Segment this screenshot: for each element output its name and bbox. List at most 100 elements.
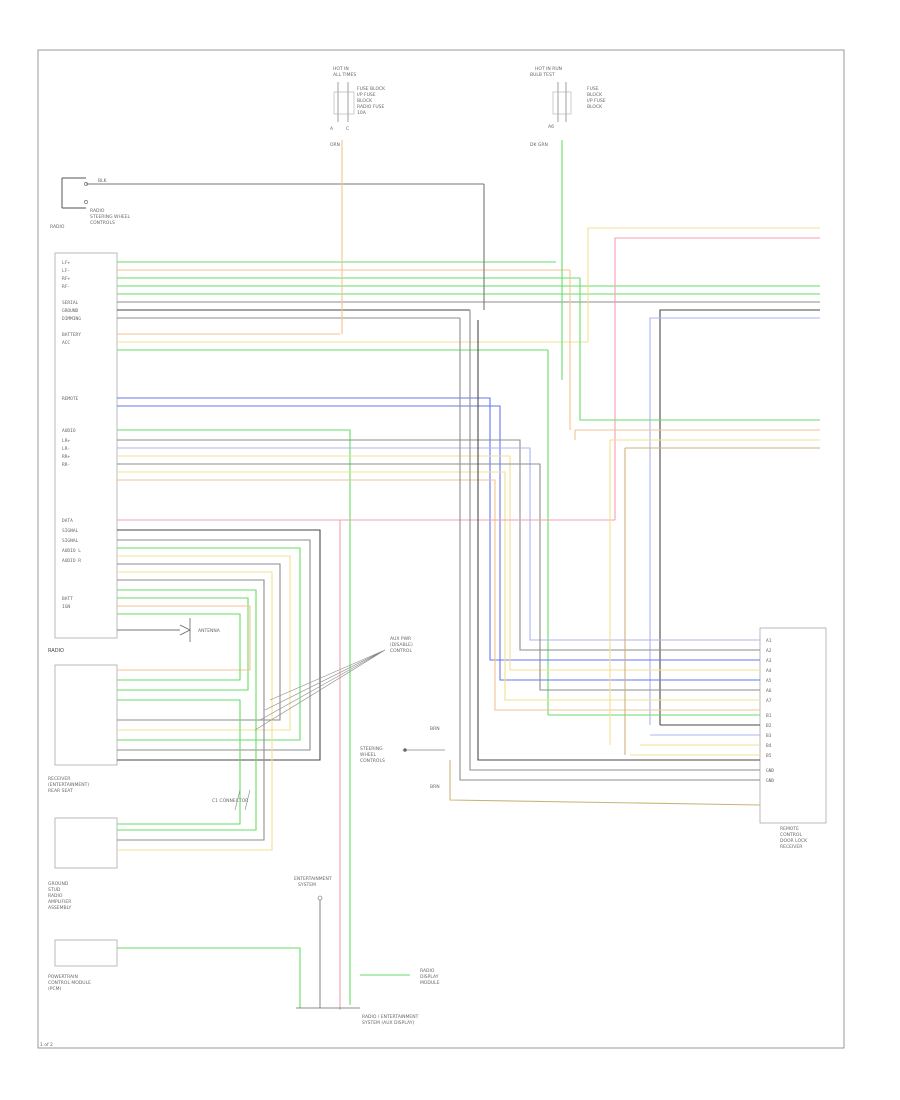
antenna-icon: ANTENNA: [179, 618, 221, 642]
svg-text:BRN: BRN: [430, 784, 440, 790]
footer-label: 1 of 2: [40, 1042, 53, 1048]
upper-right-wires: [547, 227, 820, 725]
svg-text:I/P FUSE: I/P FUSE: [357, 92, 376, 98]
radio-connector-left: [54, 252, 118, 639]
svg-text:RR+: RR+: [62, 454, 70, 460]
module-pin-labels: A1 A2 A3 A4 A5 A6 A7 B1 B2 B3 B4 B5 GND …: [766, 638, 774, 784]
svg-text:I/P FUSE: I/P FUSE: [587, 98, 606, 104]
svg-text:B2: B2: [766, 723, 772, 729]
svg-text:A6: A6: [548, 124, 554, 130]
svg-text:AUDIO: AUDIO: [62, 428, 76, 434]
svg-text:GROUND: GROUND: [48, 881, 69, 887]
svg-text:WHEEL: WHEEL: [360, 752, 377, 758]
svg-text:STEERING: STEERING: [360, 746, 383, 752]
svg-text:LR-: LR-: [62, 446, 70, 452]
svg-text:A1: A1: [766, 638, 772, 644]
svg-text:RF+: RF+: [62, 276, 70, 282]
svg-text:AMPLIFIER: AMPLIFIER: [48, 899, 71, 905]
svg-text:C1 CONNECTOR: C1 CONNECTOR: [212, 798, 248, 804]
lower-wire-bundle: [117, 529, 321, 851]
svg-text:DATA: DATA: [62, 518, 73, 524]
svg-text:IGN: IGN: [62, 604, 70, 610]
svg-text:RF-: RF-: [62, 284, 70, 290]
svg-text:GND: GND: [766, 768, 774, 774]
svg-text:(PCM): (PCM): [48, 986, 61, 992]
svg-text:BULB TEST: BULB TEST: [530, 72, 555, 78]
diagram-frame: [37, 49, 845, 1049]
bottom-wires: [117, 900, 410, 1009]
svg-text:STEERING WHEEL: STEERING WHEEL: [90, 214, 131, 220]
radio-label: RADIO: [48, 648, 64, 654]
svg-text:CONTROLS: CONTROLS: [90, 220, 115, 226]
svg-text:CONTROL: CONTROL: [780, 832, 802, 838]
svg-text:ALL TIMES: ALL TIMES: [333, 72, 356, 78]
svg-text:AUX PWR: AUX PWR: [390, 636, 411, 642]
svg-text:SYSTEM (AUX DISPLAY): SYSTEM (AUX DISPLAY): [362, 1020, 414, 1026]
svg-text:BRN: BRN: [430, 726, 440, 732]
svg-text:SYSTEM: SYSTEM: [298, 882, 316, 888]
svg-text:DIMMING: DIMMING: [62, 316, 81, 322]
svg-text:RECEIVER: RECEIVER: [48, 776, 70, 782]
svg-text:(ENTERTAINMENT): (ENTERTAINMENT): [48, 782, 89, 788]
svg-text:BLK: BLK: [98, 178, 108, 184]
svg-text:RADIO FUSE: RADIO FUSE: [357, 104, 385, 110]
radio-pin-labels: LF+ LF- RF+ RF- SERIAL GROUND DIMMING BA…: [62, 260, 81, 610]
svg-text:BATT: BATT: [62, 596, 73, 602]
svg-text:LR+: LR+: [62, 438, 70, 444]
top-device-left: HOT IN ALL TIMES FUSE BLOCK I/P FUSE BLO…: [330, 66, 386, 148]
module-box: [54, 939, 118, 967]
bottom-device: ENTERTAINMENT SYSTEM RADIO / ENTERTAINME…: [294, 876, 440, 1026]
svg-text:A5: A5: [766, 678, 772, 684]
svg-text:RADIO / ENTERTAINMENT: RADIO / ENTERTAINMENT: [362, 1014, 419, 1020]
svg-text:B4: B4: [766, 743, 772, 749]
top-device-right: HOT IN RUN BULB TEST FUSE BLOCK I/P FUSE…: [530, 66, 606, 148]
svg-text:AUDIO L: AUDIO L: [62, 548, 81, 554]
svg-text:MODULE: MODULE: [420, 980, 440, 986]
svg-text:ACC: ACC: [62, 340, 70, 346]
svg-text:POWERTRAIN: POWERTRAIN: [48, 974, 78, 980]
svg-text:SIGNAL: SIGNAL: [62, 538, 79, 544]
svg-text:A6: A6: [766, 688, 772, 694]
svg-text:C: C: [346, 126, 349, 132]
svg-text:A2: A2: [766, 648, 772, 654]
svg-text:A3: A3: [766, 658, 772, 664]
svg-text:B5: B5: [766, 753, 772, 759]
svg-text:A: A: [330, 126, 334, 132]
module-feed-wires: [449, 310, 761, 806]
amplifier-box: [54, 817, 118, 869]
svg-text:RADIO: RADIO: [420, 968, 435, 974]
svg-text:A4: A4: [766, 668, 772, 674]
svg-text:RR-: RR-: [62, 462, 70, 468]
svg-text:ASSEMBLY: ASSEMBLY: [48, 905, 72, 911]
svg-text:DK GRN: DK GRN: [530, 142, 548, 148]
svg-text:ENTERTAINMENT: ENTERTAINMENT: [294, 876, 332, 882]
svg-text:10A: 10A: [357, 110, 367, 116]
svg-text:BLOCK: BLOCK: [357, 98, 373, 104]
svg-text:BLOCK: BLOCK: [587, 104, 603, 110]
svg-text:AUDIO R: AUDIO R: [62, 558, 81, 564]
svg-text:A7: A7: [766, 698, 772, 704]
svg-text:RADIO: RADIO: [50, 224, 65, 230]
svg-text:HOT IN: HOT IN: [333, 66, 349, 72]
upper-wire-bundle: [117, 140, 820, 380]
svg-text:B1: B1: [766, 713, 772, 719]
svg-text:REAR SEAT: REAR SEAT: [48, 788, 73, 794]
svg-text:FUSE BLOCK: FUSE BLOCK: [357, 86, 386, 92]
svg-text:LF-: LF-: [62, 268, 70, 274]
middle-wire-bundle: [117, 397, 760, 1010]
svg-text:DOOR LOCK: DOOR LOCK: [780, 838, 808, 844]
svg-text:GND: GND: [766, 778, 774, 784]
svg-text:REMOTE: REMOTE: [780, 826, 799, 832]
receiver-box: [54, 664, 118, 766]
svg-text:RADIO: RADIO: [90, 208, 105, 214]
svg-text:STUD: STUD: [48, 887, 61, 893]
svg-text:BLOCK: BLOCK: [587, 92, 603, 98]
svg-text:SIGNAL: SIGNAL: [62, 528, 79, 534]
svg-text:RADIO: RADIO: [48, 893, 63, 899]
svg-text:DISPLAY: DISPLAY: [420, 974, 439, 980]
svg-text:LF+: LF+: [62, 260, 70, 266]
svg-text:B3: B3: [766, 733, 772, 739]
svg-text:HOT IN RUN: HOT IN RUN: [535, 66, 562, 72]
receiver-annotations: AUX PWR (DISABLE) CONTROL C1 CONNECTOR S…: [212, 636, 445, 811]
